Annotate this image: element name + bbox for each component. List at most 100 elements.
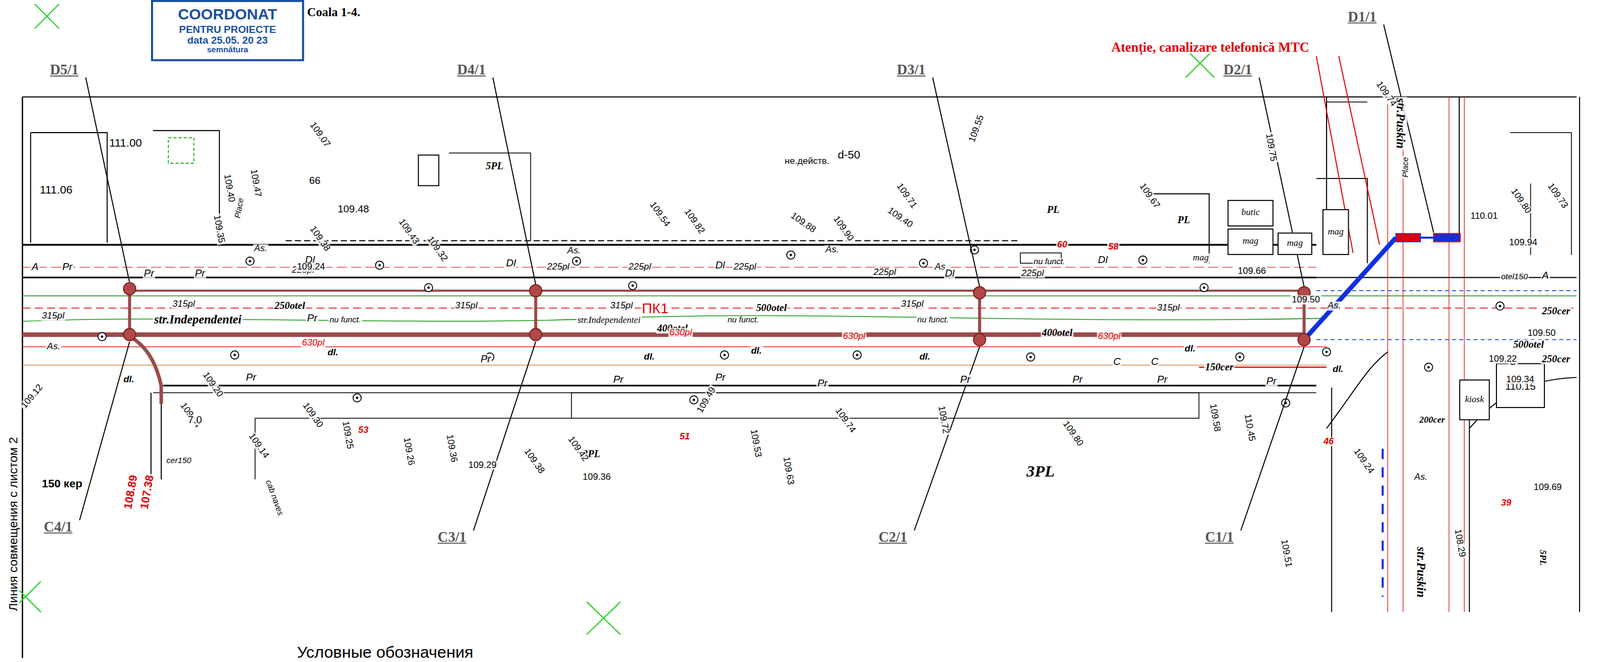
plan-label: As. bbox=[1326, 301, 1342, 311]
plan-label: 315pl bbox=[1156, 303, 1181, 313]
plan-label: 225pl bbox=[732, 262, 758, 272]
pipe-node bbox=[973, 333, 986, 347]
node-text: mag bbox=[1242, 236, 1259, 247]
plan-label: 109.72 bbox=[936, 404, 951, 436]
plan-label: D1/1 bbox=[1347, 10, 1378, 25]
plan-label: 46 bbox=[1322, 437, 1335, 447]
plan-label: 109.55 bbox=[966, 112, 986, 144]
kiosk-box: kiosk bbox=[1459, 379, 1490, 421]
plan-label: 58 bbox=[1107, 242, 1120, 252]
plan-label: 109.80 bbox=[1060, 419, 1086, 450]
plan-label: nu funct. bbox=[916, 316, 950, 325]
plan-label: Pr bbox=[479, 354, 492, 365]
street-lines bbox=[22, 56, 1577, 613]
plan-label: 111.00 bbox=[108, 137, 143, 149]
plan-label: 108.29 bbox=[1452, 527, 1467, 560]
plan-label: 3PL bbox=[1025, 463, 1056, 480]
manhole-symbol bbox=[689, 395, 698, 404]
plan-label: C3/1 bbox=[436, 530, 468, 545]
pipe-node bbox=[1298, 333, 1311, 347]
plan-label: As. bbox=[252, 244, 269, 254]
manhole-symbol bbox=[572, 257, 581, 266]
pipe-node bbox=[123, 282, 136, 295]
plan-label: 225pl bbox=[545, 262, 571, 272]
plan-label: cab naves bbox=[263, 478, 285, 519]
plan-label: 7.0 bbox=[186, 415, 203, 426]
manhole-symbol bbox=[98, 332, 107, 341]
building-box: mag bbox=[1277, 232, 1313, 256]
plan-label: str.Puskin bbox=[1415, 545, 1428, 599]
plan-label: 109.12 bbox=[18, 382, 46, 412]
plan-label: 109.75 bbox=[1264, 132, 1279, 164]
building-box: butic bbox=[1227, 200, 1274, 227]
frame bbox=[22, 97, 1581, 659]
plan-label: C4/1 bbox=[42, 520, 74, 535]
plan-label: 225pl bbox=[872, 268, 897, 278]
plan-label: D5/1 bbox=[49, 63, 80, 78]
plan-label: 109.25 bbox=[340, 419, 355, 451]
pipe-node bbox=[123, 328, 136, 341]
plan-label: 109.94 bbox=[1508, 238, 1539, 248]
manhole-symbol bbox=[1424, 363, 1433, 372]
plan-label: dl. bbox=[122, 374, 136, 384]
plan-label: dl. bbox=[642, 352, 656, 362]
plan-label: Pr bbox=[194, 268, 207, 279]
leader-line bbox=[79, 341, 130, 521]
node-text: semnătura bbox=[207, 45, 249, 56]
plan-label: cer150 bbox=[165, 457, 193, 466]
manhole-symbol bbox=[628, 281, 637, 290]
plan-label: 5PL bbox=[484, 161, 505, 172]
plan-label: 109.71 bbox=[894, 181, 919, 212]
plan-label: 109.67 bbox=[1137, 181, 1163, 212]
plan-label: nu funct. bbox=[328, 316, 362, 325]
plan-label: 108.89 bbox=[121, 473, 140, 512]
plan-label: 109.53 bbox=[748, 427, 763, 459]
plan-label: Pr bbox=[1156, 374, 1169, 385]
plan-label: 109.14 bbox=[246, 430, 272, 462]
plan-label: 109.58 bbox=[1207, 402, 1222, 434]
plan-label: dl. bbox=[750, 346, 764, 356]
plan-label: C2/1 bbox=[877, 530, 909, 545]
plan-label: 109.07 bbox=[307, 119, 333, 150]
node-text: PENTRU PROIECTE bbox=[179, 23, 277, 35]
plan-label: 110.45 bbox=[1242, 412, 1257, 444]
plan-label: As. bbox=[1413, 472, 1429, 483]
plan-label: 630pl bbox=[668, 327, 693, 338]
manhole-symbol bbox=[1322, 347, 1331, 356]
node-text: butic bbox=[1241, 208, 1260, 219]
plan-label: D4/1 bbox=[456, 63, 487, 78]
plan-label: Place bbox=[233, 196, 246, 221]
plan-label: str.Independentei bbox=[576, 316, 642, 326]
plan-label: str.Independentei bbox=[153, 313, 243, 326]
plan-label: 109.36 bbox=[444, 433, 459, 465]
plan-label: Условные обозначения bbox=[296, 644, 475, 662]
plan-label: 109.82 bbox=[682, 206, 707, 237]
plan-label: Линия совмещения с листом 2 bbox=[7, 436, 20, 613]
manhole-symbol bbox=[786, 250, 795, 259]
plan-label: 109.32 bbox=[424, 234, 450, 265]
plan-label: 200cer bbox=[1418, 415, 1446, 425]
plan-label: 66 bbox=[307, 175, 322, 186]
plan-label: Coala 1-4. bbox=[306, 5, 362, 19]
plan-label: C bbox=[1112, 356, 1122, 368]
plan-label: 109.30 bbox=[300, 400, 326, 431]
plan-label: 400otel bbox=[1040, 327, 1074, 338]
plan-label: 109.24 bbox=[296, 262, 327, 272]
plan-label: 111.06 bbox=[38, 184, 74, 196]
manhole-symbol bbox=[424, 283, 433, 292]
plan-label: Pr bbox=[142, 268, 156, 279]
manhole-symbol bbox=[720, 351, 729, 360]
plan-label: 109.66 bbox=[1236, 266, 1267, 277]
manhole-symbol bbox=[919, 259, 928, 268]
plan-label: As. bbox=[45, 342, 61, 352]
leader-line bbox=[1240, 346, 1304, 531]
leader-line bbox=[1259, 77, 1304, 287]
plan-label: 109.73 bbox=[1544, 181, 1570, 212]
plan-label: 315pl bbox=[171, 299, 196, 309]
plan-label: 109.36 bbox=[581, 472, 613, 483]
plan-label: dl. bbox=[326, 348, 340, 358]
plan-label: 630pl bbox=[841, 332, 867, 342]
plan-label: 109.54 bbox=[647, 199, 672, 230]
leader-line bbox=[473, 341, 536, 531]
